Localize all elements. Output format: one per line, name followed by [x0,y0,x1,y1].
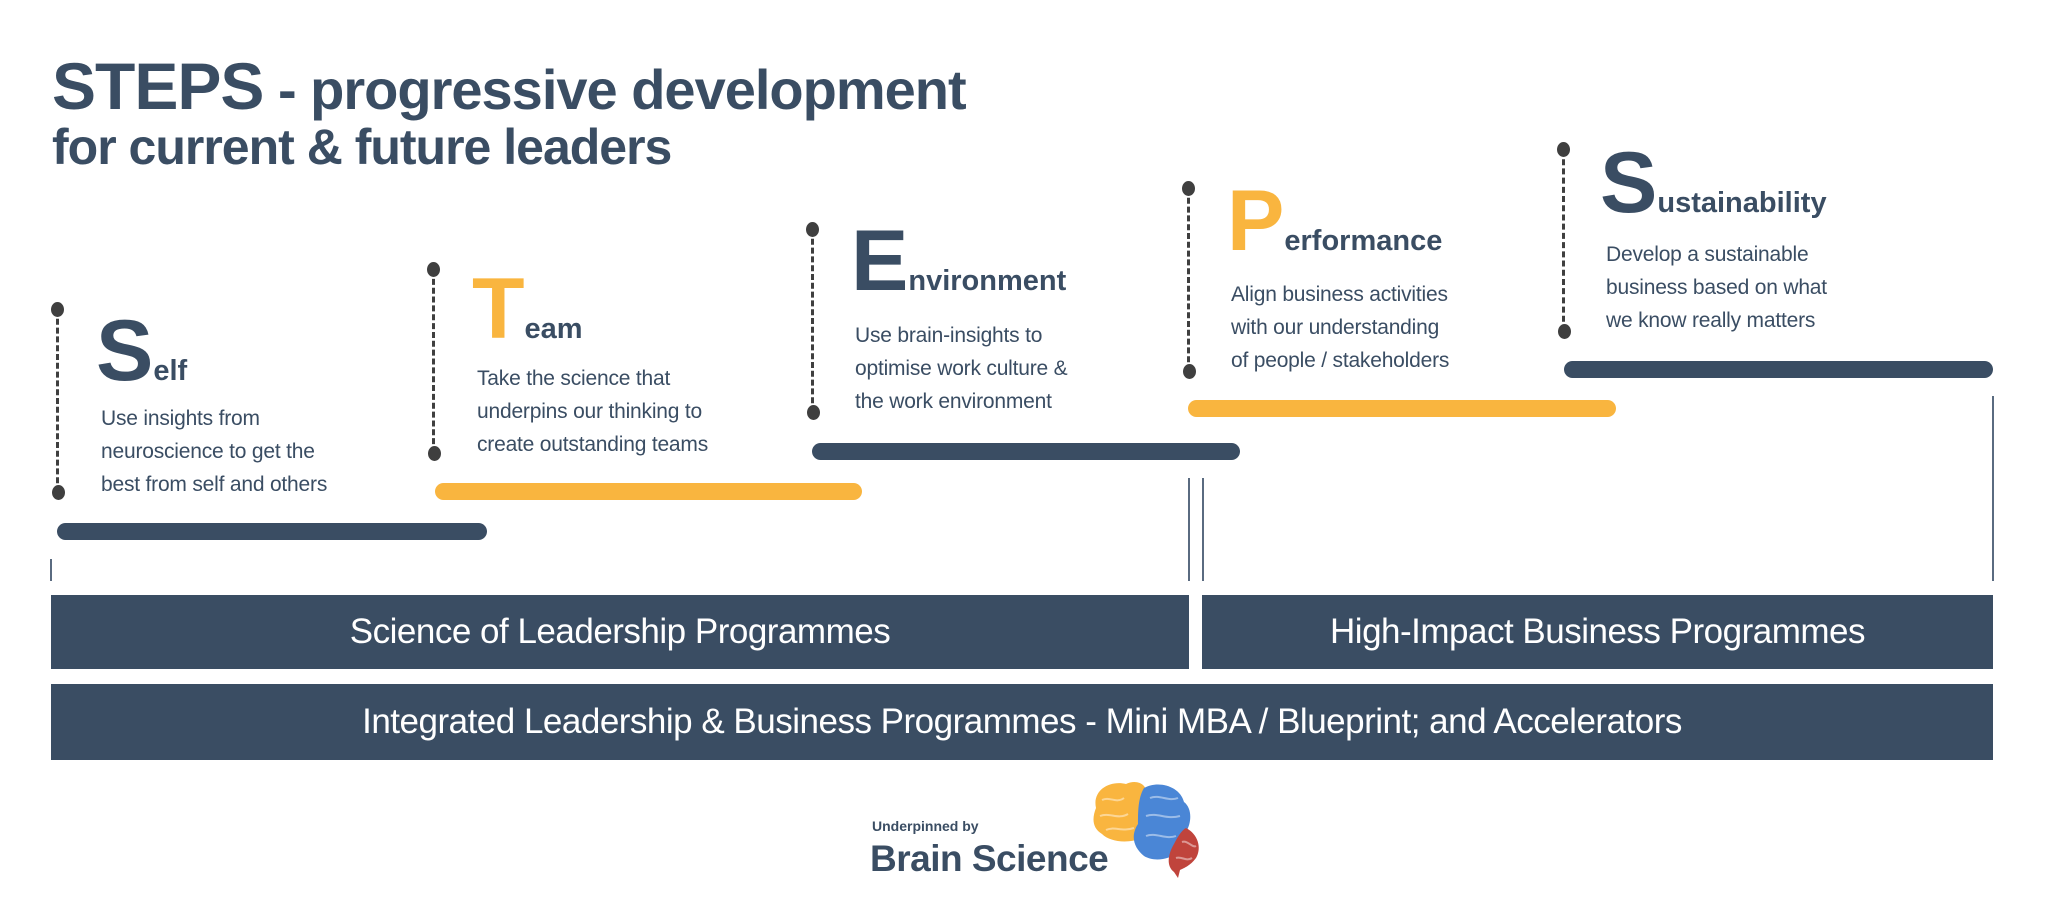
connector-dot-top [427,262,440,277]
step-heading: Self [96,308,187,394]
desc-line: business based on what [1606,276,1827,299]
step-description: Take the science that underpins our thin… [477,362,708,461]
step-heading: Sustainability [1600,140,1827,226]
desc-line: best from self and others [101,473,328,496]
connector-dot-bottom [1558,324,1571,339]
title-rest: progressive development [310,58,966,121]
page-title-line2: for current & future leaders [52,119,672,175]
logo-title: Brain Science [870,838,1109,879]
bracket-line [1202,478,1204,581]
step-bar [57,523,487,540]
desc-line: with our understanding [1231,316,1440,339]
step-bar [812,443,1240,460]
connector-dot-bottom [428,446,441,461]
step-description: Develop a sustainable business based on … [1606,238,1827,337]
page-title-line1: STEPS - progressive development [52,48,967,124]
step-initial: S [1600,135,1658,231]
title-dash: - [263,58,311,121]
step-initial: S [96,303,154,399]
desc-line: Use insights from [101,407,260,430]
connector-dot-top [51,302,64,317]
connector-dot-top [1557,142,1570,157]
desc-line: Take the science that [477,367,671,390]
bracket-line [50,559,52,581]
desc-line: underpins our thinking to [477,400,702,423]
step-description: Use brain-insights to optimise work cult… [855,319,1068,418]
dashed-connector [56,310,59,492]
high-impact-business-box: High-Impact Business Programmes [1202,595,1993,669]
step-initial: P [1227,173,1285,269]
step-description: Use insights from neuroscience to get th… [101,402,327,501]
step-bar [435,483,862,500]
dashed-connector [811,230,814,412]
connector-dot-top [806,222,819,237]
title-acronym: STEPS [52,49,264,123]
step-heading: Environment [851,218,1066,304]
step-heading: Team [472,266,583,352]
dashed-connector [432,270,435,453]
desc-line: Develop a sustainable [1606,243,1809,266]
connector-dot-top [1182,181,1195,196]
integrated-programmes-box: Integrated Leadership & Business Program… [51,684,1993,760]
logo-tagline: Underpinned by [872,818,979,834]
step-initial: E [851,213,909,309]
desc-line: optimise work culture & [855,357,1068,380]
step-rest: nvironment [908,265,1067,297]
step-initial: T [472,261,525,357]
desc-line: neuroscience to get the [101,440,315,463]
step-heading: Performance [1227,178,1442,264]
step-rest: eam [524,313,583,345]
desc-line: Use brain-insights to [855,324,1043,347]
step-rest: erformance [1284,225,1443,257]
science-of-leadership-box: Science of Leadership Programmes [51,595,1189,669]
desc-line: the work environment [855,390,1052,413]
dashed-connector [1562,150,1565,331]
step-description: Align business activities with our under… [1231,278,1449,377]
bracket-line [1992,396,1994,581]
dashed-connector [1187,189,1190,371]
desc-line: we know really matters [1606,309,1816,332]
step-bar [1188,400,1616,417]
step-rest: elf [153,355,188,387]
bracket-line [1188,478,1190,581]
connector-dot-bottom [1183,364,1196,379]
desc-line: Align business activities [1231,283,1448,306]
brain-icon [1093,782,1199,878]
desc-line: of people / stakeholders [1231,349,1450,372]
connector-dot-bottom [807,405,820,420]
step-bar [1564,361,1993,378]
desc-line: create outstanding teams [477,433,709,456]
step-rest: ustainability [1657,187,1827,219]
connector-dot-bottom [52,485,65,500]
